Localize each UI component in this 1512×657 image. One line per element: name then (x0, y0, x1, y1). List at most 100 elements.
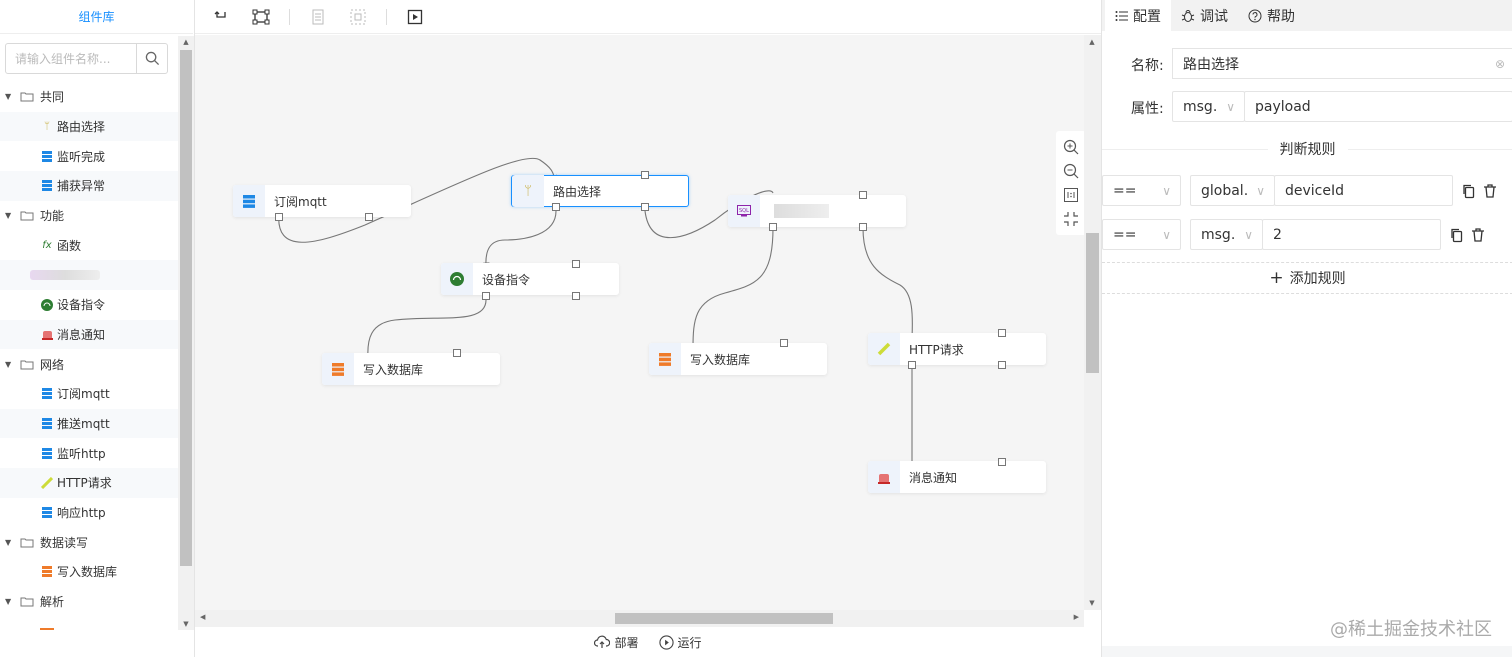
scroll-up-arrow[interactable]: ▲ (1089, 38, 1095, 46)
fit-view-button[interactable] (249, 5, 273, 29)
attribute-prefix-select[interactable]: msg.∨ (1172, 91, 1245, 122)
rule-scope-select[interactable]: global.∨ (1190, 175, 1275, 206)
node-port[interactable] (780, 339, 788, 347)
name-field[interactable]: 路由选择 ⊗ (1172, 48, 1512, 79)
category-function[interactable]: ▼功能 (0, 201, 178, 231)
group-button[interactable] (346, 5, 370, 29)
node-port[interactable] (859, 191, 867, 199)
node-port[interactable] (453, 349, 461, 357)
clear-icon[interactable]: ⊗ (1494, 56, 1505, 71)
copy-icon[interactable] (1449, 227, 1465, 243)
chevron-down-icon: ∨ (1244, 227, 1253, 242)
category-data-rw[interactable]: ▼数据读写 (0, 527, 178, 557)
fullscreen-icon[interactable] (1063, 211, 1079, 227)
node-write-db-1[interactable]: 写入数据库 (322, 353, 500, 385)
flow-canvas[interactable]: 订阅mqtt ᛘ 路由选择 SQL 设备指令 写入数据库 (195, 35, 1084, 610)
component-item-listen-http[interactable]: 监听http (0, 438, 178, 468)
delete-icon[interactable] (1482, 183, 1498, 199)
rule-value-field[interactable]: deviceId (1274, 175, 1453, 206)
category-network[interactable]: ▼网络 (0, 349, 178, 379)
component-item-sub-mqtt[interactable]: 订阅mqtt (0, 379, 178, 409)
node-port[interactable] (998, 361, 1006, 369)
edge-blur-to-db2 (689, 227, 774, 352)
component-item-http-request[interactable]: HTTP请求 (0, 467, 178, 498)
delete-icon[interactable] (1470, 227, 1486, 243)
tab-help[interactable]: 帮助 (1238, 0, 1305, 31)
zoom-in-icon[interactable] (1063, 139, 1079, 155)
category-label: 共同 (40, 90, 65, 105)
component-item-pub-mqtt[interactable]: 推送mqtt (0, 408, 178, 439)
node-port[interactable] (365, 213, 373, 221)
node-port[interactable] (908, 361, 916, 369)
actual-size-icon[interactable] (1063, 187, 1079, 203)
node-port[interactable] (552, 203, 560, 211)
tab-debug[interactable]: 调试 (1171, 0, 1238, 31)
attribute-field[interactable]: payload (1244, 91, 1512, 122)
node-port[interactable] (641, 171, 649, 179)
scrollbar-thumb[interactable] (1086, 233, 1099, 373)
deploy-button[interactable]: 部署 (594, 634, 639, 651)
add-rule-button[interactable]: + 添加规则 (1102, 262, 1512, 294)
sidebar-scrollbar[interactable]: ▲ ▼ (178, 36, 194, 630)
copy-icon[interactable] (1461, 183, 1477, 199)
node-port[interactable] (859, 223, 867, 231)
node-blurred[interactable]: SQL (728, 195, 906, 227)
caret-down-icon: ▼ (5, 92, 12, 102)
rule-value-field[interactable]: 2 (1262, 219, 1441, 250)
preview-button[interactable] (403, 5, 427, 29)
component-label: 订阅mqtt (57, 387, 110, 402)
component-search-input[interactable] (6, 44, 136, 73)
component-item-catch[interactable]: 捕获异常 (0, 171, 178, 201)
rule-scope-select[interactable]: msg.∨ (1190, 219, 1263, 250)
rule-operator-select[interactable]: ==∨ (1102, 175, 1181, 206)
canvas-horizontal-scrollbar[interactable]: ◀ ▶ (195, 610, 1084, 627)
node-label: 订阅mqtt (274, 194, 327, 209)
search-button[interactable] (136, 44, 167, 73)
tab-config[interactable]: 配置 (1105, 0, 1171, 31)
align-button[interactable] (306, 5, 330, 29)
node-notification[interactable]: 消息通知 (868, 461, 1046, 493)
node-port[interactable] (572, 260, 580, 268)
node-port[interactable] (275, 213, 283, 221)
scroll-left-arrow[interactable]: ◀ (200, 613, 206, 621)
node-write-db-2[interactable]: 写入数据库 (649, 343, 827, 375)
undo-button[interactable] (209, 5, 233, 29)
edge-blur-to-http (862, 227, 917, 342)
component-item-device-cmd[interactable]: 设备指令 (0, 290, 178, 320)
component-item-notify[interactable]: 消息通知 (0, 319, 178, 350)
node-port[interactable] (572, 292, 580, 300)
canvas-vertical-scrollbar[interactable]: ▲ ▼ (1084, 35, 1101, 610)
chevron-down-icon: ∨ (1162, 227, 1171, 242)
scroll-down-arrow[interactable]: ▼ (1089, 599, 1095, 607)
scrollbar-thumb[interactable] (180, 50, 192, 566)
category-common[interactable]: ▼ 共同 (0, 82, 178, 112)
scrollbar-thumb[interactable] (615, 613, 833, 624)
plug-icon (868, 333, 900, 365)
server-icon (40, 179, 54, 193)
component-item-blurred[interactable] (0, 260, 178, 290)
run-button[interactable]: 运行 (658, 634, 702, 651)
component-item-listen-done[interactable]: 监听完成 (0, 141, 178, 171)
component-item-partial[interactable] (0, 616, 178, 630)
component-item-resp-http[interactable]: 响应http (0, 498, 178, 528)
node-port[interactable] (769, 223, 777, 231)
category-parse[interactable]: ▼解析 (0, 587, 178, 617)
scroll-right-arrow[interactable]: ▶ (1073, 613, 1079, 621)
component-item-write-db[interactable]: 写入数据库 (0, 557, 178, 587)
node-port[interactable] (998, 458, 1006, 466)
alarm-icon (40, 327, 54, 341)
node-port[interactable] (998, 329, 1006, 337)
zoom-out-icon[interactable] (1063, 163, 1079, 179)
node-http-request[interactable]: HTTP请求 (868, 333, 1046, 365)
node-route-selected[interactable]: ᛘ 路由选择 (511, 175, 689, 207)
scroll-up-arrow[interactable]: ▲ (183, 38, 189, 46)
rule-operator-select[interactable]: ==∨ (1102, 219, 1181, 250)
node-device-command[interactable]: 设备指令 (441, 263, 619, 295)
node-port[interactable] (641, 203, 649, 211)
node-subscribe-mqtt[interactable]: 订阅mqtt (233, 185, 411, 217)
scroll-down-arrow[interactable]: ▼ (183, 620, 189, 628)
node-port[interactable] (482, 292, 490, 300)
panel-tabs: 配置 调试 帮助 (1102, 0, 1512, 31)
